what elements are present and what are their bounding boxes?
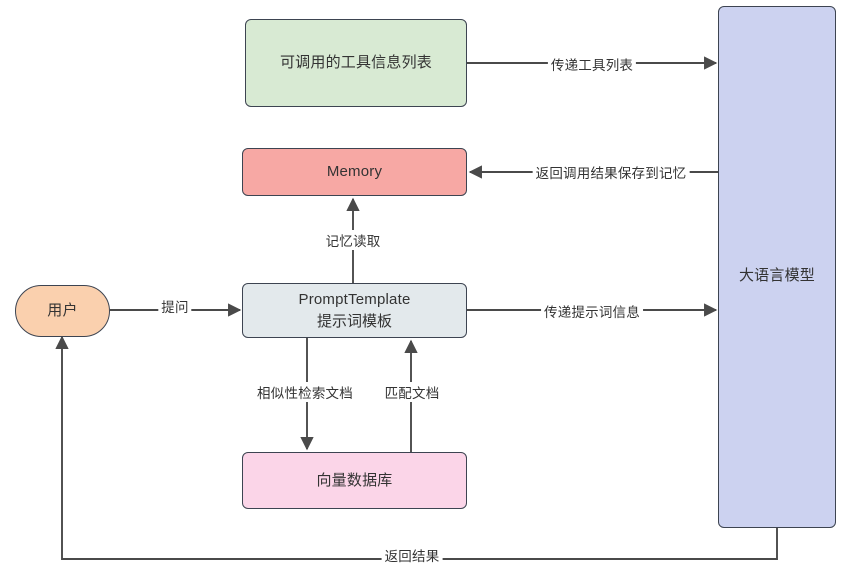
node-prompt-template[interactable]: PromptTemplate 提示词模板 [242,283,467,338]
edge-label-prompt-to-vector: 相似性检索文档 [254,382,356,402]
node-user-label: 用户 [47,302,78,320]
node-vector-database[interactable]: 向量数据库 [242,452,467,509]
node-tool-list[interactable]: 可调用的工具信息列表 [245,19,467,107]
node-memory[interactable]: Memory [242,148,467,196]
node-large-language-model[interactable]: 大语言模型 [718,6,836,528]
node-prompt-template-sublabel: 提示词模板 [316,312,392,330]
edge-label-prompt-to-llm: 传递提示词信息 [541,301,643,321]
edge-label-tools-to-llm: 传递工具列表 [547,54,637,74]
edge-label-memory-read: 记忆读取 [322,230,384,250]
node-memory-label: Memory [326,163,383,181]
node-prompt-template-label: PromptTemplate [298,290,411,308]
node-large-language-model-label: 大语言模型 [738,267,815,284]
edge-llm-to-user [55,335,778,560]
edge-label-user-to-prompt: 提问 [158,296,192,316]
node-vector-database-label: 向量数据库 [316,471,393,489]
edge-label-llm-to-memory: 返回调用结果保存到记忆 [532,162,690,182]
edge-label-vector-to-prompt: 匹配文档 [381,382,443,402]
node-user[interactable]: 用户 [15,285,110,337]
node-tool-list-label: 可调用的工具信息列表 [279,54,432,72]
edge-label-llm-to-user: 返回结果 [381,545,443,565]
